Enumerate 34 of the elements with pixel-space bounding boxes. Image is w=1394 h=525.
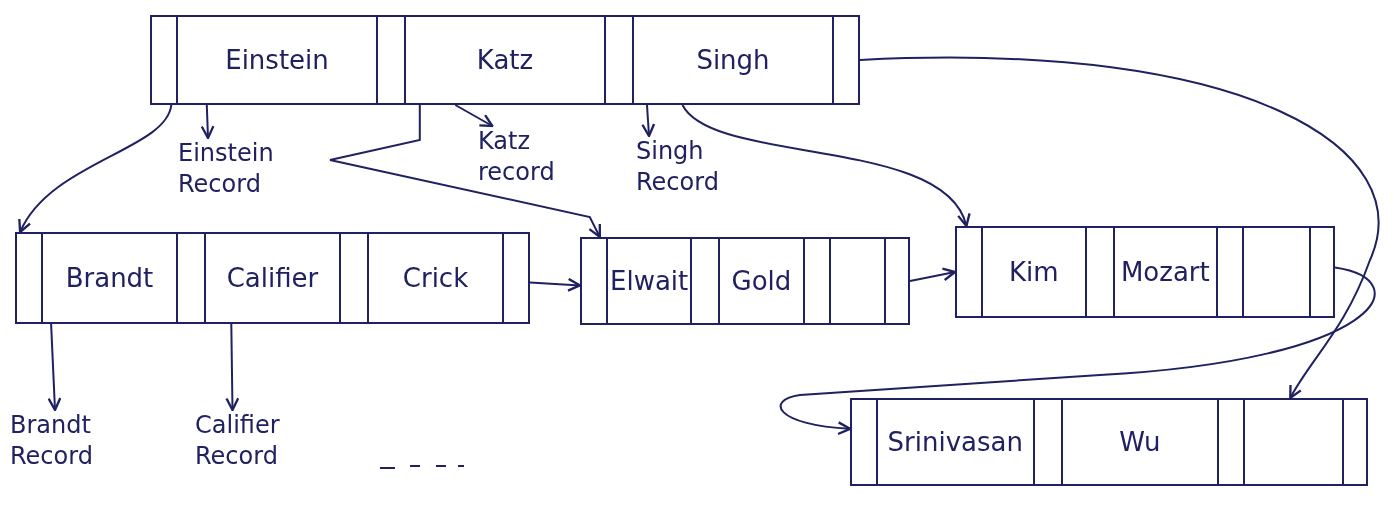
- key-text: Mozart: [1120, 257, 1210, 287]
- key-text: Singh: [696, 45, 770, 75]
- pointer-arrow: [859, 56, 1379, 400]
- key-text: Einstein: [225, 45, 329, 75]
- record-label: Singh Record: [636, 136, 766, 199]
- key-text: Srinivasan: [887, 427, 1023, 457]
- tree-node-box: [15, 232, 530, 324]
- key-text: Brandt: [65, 263, 154, 293]
- key-text: Elwait: [610, 266, 689, 296]
- record-label: Katz record: [478, 126, 598, 189]
- pointer-arrow: [225, 323, 240, 412]
- tree-node-box: [955, 226, 1335, 318]
- record-label: Califier Record: [195, 410, 345, 473]
- pointer-arrow: [454, 104, 494, 128]
- pointer-arrow: [200, 104, 215, 140]
- pointer-arrow: [529, 277, 582, 292]
- tree-node-box: [850, 398, 1368, 486]
- key-text: Gold: [731, 266, 792, 296]
- key-text: Wu: [1119, 427, 1161, 457]
- key-text: Califier: [226, 263, 319, 293]
- pointer-arrow: [681, 104, 968, 228]
- pointer-arrow: [779, 266, 1376, 435]
- pointer-arrow: [47, 323, 62, 412]
- pointer-arrow: [18, 104, 173, 234]
- key-text: Crick: [402, 263, 469, 293]
- tree-node-box: [580, 237, 910, 325]
- tree-node-box: [150, 15, 860, 105]
- record-label: Brandt Record: [10, 410, 160, 473]
- key-text: Kim: [1008, 257, 1059, 287]
- record-label: Einstein Record: [178, 138, 328, 201]
- pointer-arrow: [641, 104, 656, 138]
- pointer-arrow: [909, 267, 957, 282]
- pointer-arrow: [329, 104, 601, 239]
- key-text: Katz: [476, 45, 534, 75]
